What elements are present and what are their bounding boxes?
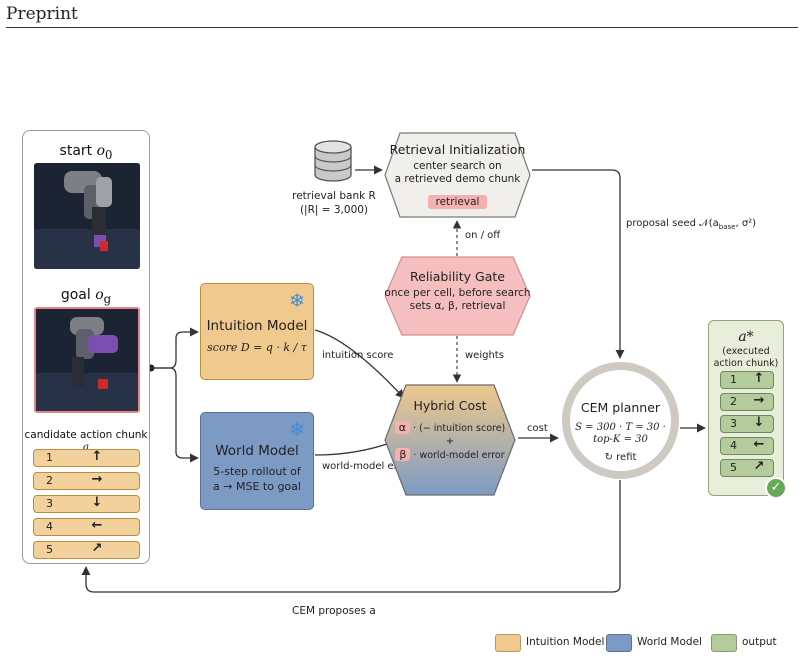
output-row: 4← — [720, 437, 774, 455]
cem-title: CEM planner — [580, 400, 661, 415]
cem-line1: S = 300 · T = 30 · — [575, 422, 666, 433]
output-row: 5↗ — [720, 459, 774, 477]
start-image — [34, 163, 140, 269]
goal-scene-svg — [36, 309, 138, 411]
retrieval-bank-size: (|R| = 3,000) — [299, 204, 369, 216]
intuition-title: Intuition Model — [206, 318, 308, 334]
output-row: 2→ — [720, 393, 774, 411]
output-sub1: (executed — [722, 346, 770, 357]
edge-to-world — [151, 367, 199, 463]
check-icon: ✓ — [765, 477, 787, 499]
chunk-caption: candidate action chunk a — [24, 429, 148, 453]
world-model-node: ❄ World Model 5-step rollout of a → MSE … — [200, 412, 314, 510]
edge-retrieval-to-cem — [532, 169, 625, 359]
world-line1: 5-step rollout of — [213, 465, 301, 478]
chunk-row: 5↗ — [33, 541, 140, 559]
retrieval-pill: retrieval — [427, 195, 488, 209]
output-sub2: action chunk) — [713, 358, 779, 369]
chunk-row: 1↑ — [33, 449, 140, 467]
edge-cem-feedback — [81, 480, 621, 593]
output-row: 3↓ — [720, 415, 774, 433]
goal-image — [34, 307, 140, 413]
gate-line1: once per cell, before search — [384, 287, 531, 299]
goal-caption: goal og — [60, 287, 112, 306]
snowflake-icon: ❄ — [289, 290, 305, 312]
hybrid-title: Hybrid Cost — [413, 398, 487, 413]
cem-line2: top-K = 30 — [593, 434, 648, 445]
refit-icon: ↻ — [604, 452, 613, 463]
hybrid-term1: α · (− intuition score) — [384, 421, 516, 434]
intuition-score-label: intuition score — [322, 350, 394, 361]
intuition-model-node: ❄ Intuition Model score D = q · k / τ — [200, 283, 314, 380]
retrieval-init-line1: center search on — [413, 160, 502, 172]
chunk-row: 3↓ — [33, 495, 140, 513]
weights-label: weights — [465, 350, 504, 361]
world-model-error-label: world-model error — [322, 461, 412, 472]
proposal-seed-label: proposal seed 𝒩(abase, σ²) — [626, 218, 757, 231]
reliability-gate-node: Reliability Gate once per cell, before s… — [384, 256, 531, 336]
input-panel: start o0 goal og candidate action chunk … — [22, 130, 150, 564]
chunk-row: 2→ — [33, 472, 140, 490]
retrieval-bank-label: retrieval bank R — [292, 190, 376, 202]
output-title: a* — [738, 329, 754, 345]
cem-planner-ring — [562, 362, 679, 479]
retrieval-init-title: Retrieval Initialization — [389, 142, 526, 157]
world-title: World Model — [215, 443, 299, 459]
chunk-row: 4← — [33, 518, 140, 536]
hybrid-term2: β · world-model error — [384, 448, 516, 461]
header-label: Preprint — [6, 4, 78, 24]
retrieval-init-line2: a retrieved demo chunk — [394, 173, 521, 185]
header-rule — [6, 27, 798, 28]
cem-proposes-label: CEM proposes a — [292, 605, 376, 617]
cem-refit: ↻ refit — [604, 452, 637, 463]
on-off-label: on / off — [465, 230, 501, 241]
legend-swatch-intuition — [495, 634, 521, 652]
legend-swatch-world — [606, 634, 632, 652]
gate-title: Reliability Gate — [410, 269, 505, 284]
hybrid-plus: + — [445, 436, 455, 447]
gate-line2: sets α, β, retrieval — [409, 300, 506, 312]
legend-swatch-output — [711, 634, 737, 652]
snowflake-icon: ❄ — [289, 419, 305, 441]
edge-to-intuition — [151, 327, 199, 369]
legend-label-output: output — [742, 636, 777, 648]
legend-label-world: World Model — [637, 636, 702, 648]
start-scene-svg — [34, 163, 140, 269]
retrieval-init-node: Retrieval Initialization center search o… — [384, 132, 531, 218]
start-caption: start o0 — [59, 143, 113, 162]
cem-planner-node: CEM planner S = 300 · T = 30 · top-K = 3… — [562, 362, 679, 479]
world-line2: a → MSE to goal — [213, 480, 301, 493]
edge-intuition-to-hybrid — [314, 329, 405, 399]
output-row: 1↑ — [720, 371, 774, 389]
legend-label-intuition: Intuition Model — [526, 636, 605, 648]
cost-label: cost — [527, 423, 548, 434]
hybrid-cost-node: Hybrid Cost α · (− intuition score) + β … — [384, 384, 516, 496]
database-icon — [314, 140, 352, 182]
output-panel: a* (executed action chunk) 1↑ 2→ 3↓ 4← 5… — [708, 320, 784, 496]
intuition-formula: score D = q · k / τ — [207, 341, 307, 354]
